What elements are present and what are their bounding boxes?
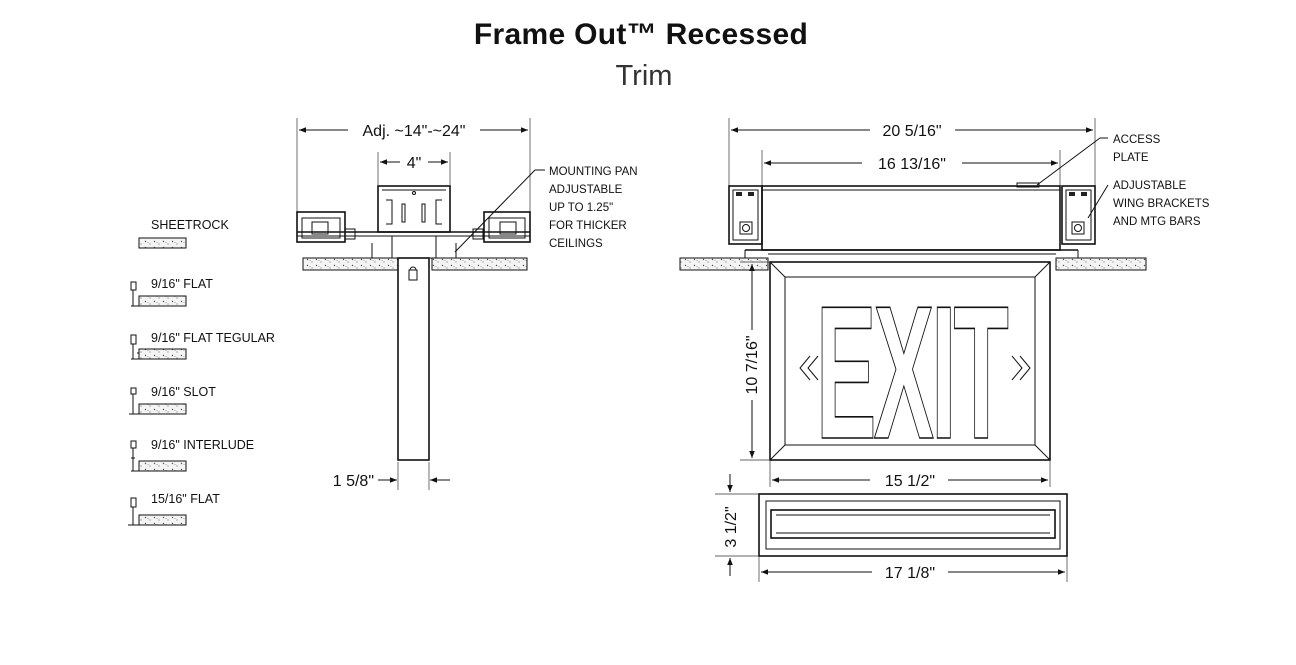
- sign-height-dimension: 10 7/16": [744, 335, 761, 394]
- overall-width-dimension: 20 5/16": [882, 123, 941, 140]
- box-width-dimension: 4": [407, 155, 422, 172]
- right-chevron-icon: [1011, 355, 1031, 381]
- housing: [761, 185, 1061, 251]
- housing-width-dimension: 16 13/16": [878, 156, 946, 173]
- left-wing-bracket: [728, 185, 763, 245]
- wing-brackets-note: ADJUSTABLE WING BRACKETS AND MTG BARS: [1113, 180, 1213, 228]
- trim-width-dimension: 17 1/8": [885, 565, 935, 582]
- side-view: Adj. ~14"-~24" 4": [296, 118, 641, 490]
- legend-sheetrock: SHEETROCK: [151, 218, 229, 232]
- exit-sign-face: [769, 261, 1051, 461]
- junction-box: [377, 185, 451, 233]
- note-leader: [454, 169, 536, 253]
- trim-frame: [758, 493, 1068, 557]
- stem-width-dimension: 1 5/8": [333, 473, 374, 490]
- drawing-title: Frame Out™ Recessed: [473, 18, 809, 51]
- sign-stem: [397, 257, 430, 461]
- legend-916-flat-tegular: 9/16" FLAT TEGULAR: [151, 331, 275, 345]
- legend-916-interlude: 9/16" INTERLUDE: [151, 438, 254, 452]
- ceiling-legend: SHEETROCK 9/16" FLAT 9/16" FLAT TEGULAR …: [128, 218, 275, 526]
- bottom-view: 3 1/2" 17 1/8": [715, 474, 1068, 582]
- front-view: 20 5/16" 16 13/16" ACCESS PLATE: [679, 118, 1213, 490]
- side-width-dimension: Adj. ~14"-~24": [363, 123, 466, 140]
- legend-916-flat: 9/16" FLAT: [151, 277, 213, 291]
- right-wing-bracket: [483, 211, 531, 243]
- ceiling-section-right: [431, 257, 528, 271]
- left-chevron-icon: [799, 355, 819, 381]
- mounting-pan-note: MOUNTING PAN ADJUSTABLE UP TO 1.25" FOR …: [549, 166, 641, 250]
- sheetrock-swatch: [138, 237, 187, 249]
- face-width-dimension: 15 1/2": [885, 473, 935, 490]
- access-plate-note: ACCESS PLATE: [1113, 134, 1164, 164]
- legend-1516-flat: 15/16" FLAT: [151, 492, 220, 506]
- mounting-pan: [391, 235, 437, 259]
- legend-916-slot: 9/16" SLOT: [151, 385, 216, 399]
- access-plate: [1016, 182, 1040, 188]
- right-wing-bracket: [1061, 185, 1096, 245]
- exit-lettering: EXIT: [816, 267, 1008, 479]
- ceiling-section-left: [302, 257, 399, 271]
- left-wing-bracket: [296, 211, 346, 243]
- ceiling-section-left: [679, 257, 769, 271]
- trim-depth-dimension: 3 1/2": [723, 506, 740, 547]
- ceiling-section-right: [1055, 257, 1147, 271]
- drawing-subtitle: Trim: [615, 60, 673, 92]
